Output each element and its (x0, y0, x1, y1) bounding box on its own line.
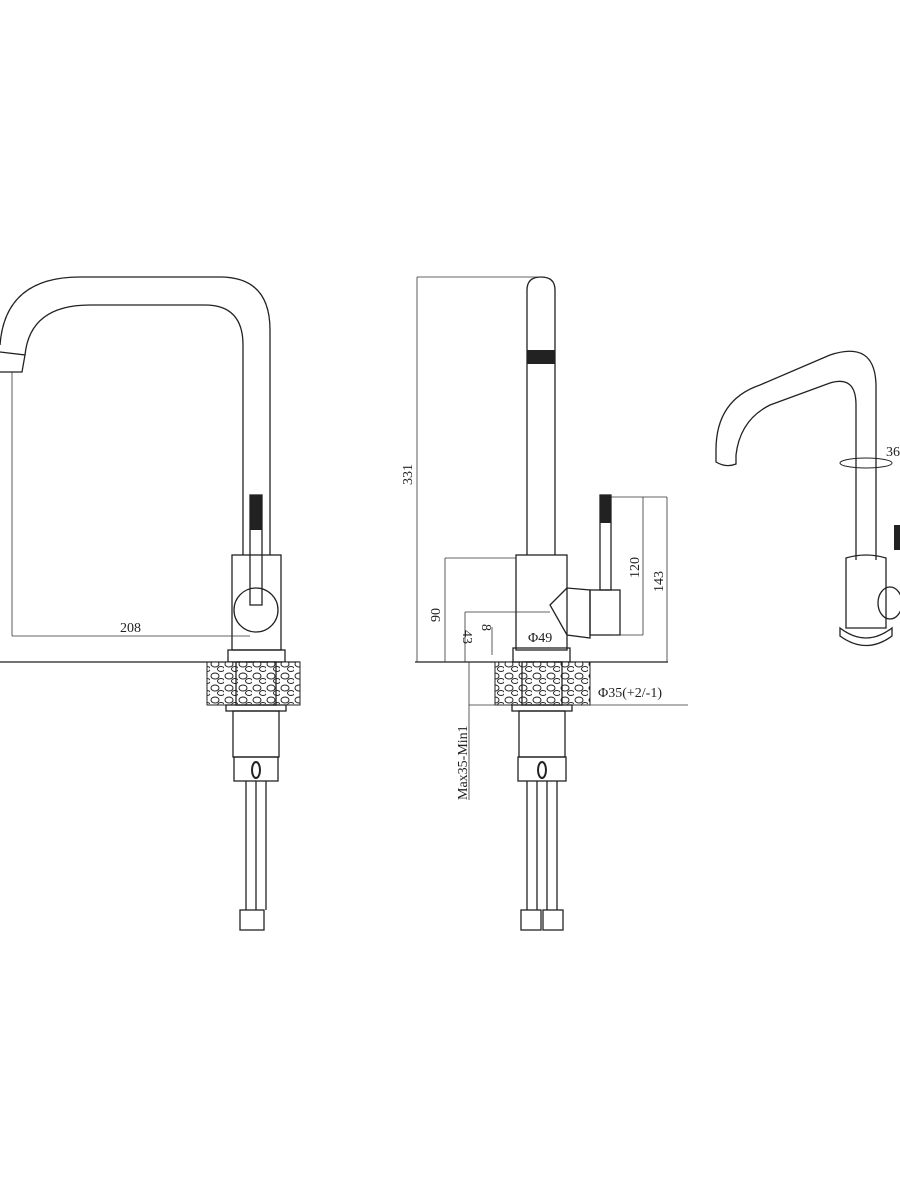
handle-offset-label: 8 (478, 624, 493, 631)
front-lever-tip (250, 495, 262, 530)
hole-diameter-label: Φ35(+2/-1) (598, 686, 662, 701)
front-width-label: 208 (120, 621, 141, 636)
front-countertop-section (206, 661, 301, 706)
handle-axis-label: 43 (459, 630, 474, 644)
front-spout (0, 276, 271, 555)
side-spout (526, 276, 556, 555)
body-diameter-label: Φ49 (528, 631, 552, 646)
rotation-label: 36 (886, 445, 900, 460)
height-label: 331 (401, 464, 416, 485)
front-spout-tip (0, 351, 26, 373)
iso-view: 36 (715, 350, 900, 647)
side-view: 331 90 43 8 Φ49 120 143 Φ35(+2/-1) Max35… (401, 276, 688, 931)
lever-label: 120 (628, 557, 643, 578)
side-body (515, 554, 568, 651)
side-handle (589, 589, 621, 636)
body-height-label: 90 (429, 608, 444, 622)
front-base-ring (227, 649, 286, 663)
lever-total-label: 143 (652, 571, 667, 592)
front-handle-hub (233, 587, 279, 633)
front-view: 208 (0, 276, 301, 931)
counter-thickness-label: Max35-Min1 (456, 725, 471, 800)
side-spout-band (527, 350, 555, 364)
